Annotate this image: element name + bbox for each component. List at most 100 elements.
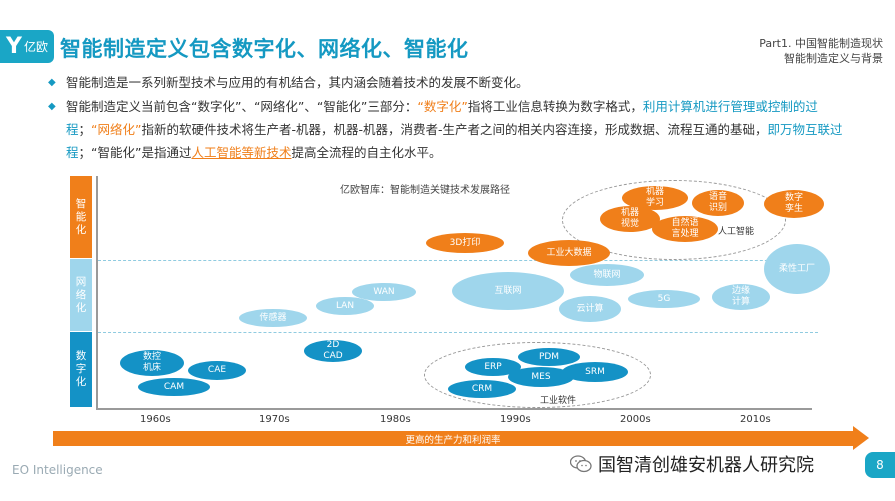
- section-label-line2: 智能制造定义与背景: [784, 52, 883, 65]
- bullet-2-intelligent-emph: 人工智能等新技术: [191, 145, 292, 160]
- bullet-2-digital-def: 指将工业信息转换为数字格式，: [467, 99, 643, 114]
- node-wan: WAN: [352, 283, 416, 301]
- bullet-2: ◆ 智能制造定义当前包含“数字化”、“网络化”、“智能化”三部分：“数字化”指将…: [48, 95, 846, 164]
- decade-label: 1970s: [259, 414, 290, 425]
- node-wan-label: WAN: [373, 286, 395, 297]
- page-title: 智能制造定义包含数字化、网络化、智能化: [60, 37, 469, 61]
- node-pdm-label: PDM: [538, 351, 560, 362]
- node-iot: 物联网: [570, 264, 644, 286]
- ai-group-outline: [562, 180, 786, 260]
- node-5g: 5G: [628, 290, 700, 308]
- node-cloud: 云计算: [559, 296, 621, 322]
- node-speech-recognition: 语音识别: [692, 190, 744, 216]
- band-network: 网络化: [70, 259, 92, 331]
- node-srm: SRM: [562, 362, 628, 382]
- diamond-bullet-icon: ◆: [48, 77, 56, 88]
- node-digital-twin: 数字孪生: [764, 190, 824, 218]
- node-5g-label: 5G: [657, 293, 671, 304]
- node-flexible-factory: 柔性工厂: [764, 244, 830, 294]
- node-speech-label: 语音识别: [708, 192, 727, 213]
- node-ml-label: 机器学习: [645, 187, 664, 208]
- node-industrial-big-data: 工业大数据: [528, 240, 610, 266]
- node-bigdata-label: 工业大数据: [546, 247, 592, 258]
- divider-line: [98, 260, 818, 261]
- band-intelligent: 智能化: [70, 176, 92, 258]
- ai-group-label: 人工智能: [718, 227, 755, 237]
- node-crm: CRM: [448, 380, 516, 398]
- node-crm-label: CRM: [471, 383, 493, 394]
- logo-text: 亿欧: [23, 39, 48, 54]
- arrow-label: 更高的生产力和利润率: [405, 435, 501, 446]
- node-internet: 互联网: [452, 272, 564, 310]
- node-internet-label: 互联网: [494, 285, 522, 296]
- bullet-2-network-emph: 即万物互联过程: [66, 122, 843, 160]
- decade-label: 2000s: [620, 414, 651, 425]
- footer-brand: EO Intelligence: [12, 463, 103, 477]
- band-network-label: 网络化: [75, 275, 87, 314]
- node-cloud-label: 云计算: [576, 303, 604, 314]
- node-erp: ERP: [465, 358, 521, 376]
- node-iot-label: 物联网: [593, 269, 621, 280]
- bullet-2-intro: 智能制造定义当前包含“数字化”、“网络化”、“智能化”三部分：: [66, 99, 418, 114]
- term-digital: “数字化”: [417, 99, 468, 114]
- node-mes: MES: [508, 367, 574, 387]
- divider-line: [98, 332, 818, 333]
- node-machine-vision: 机器视觉: [600, 206, 660, 232]
- bullet-2-network-def: 指新的软硬件技术将生产者-机器，机器-机器，消费者-生产者之间的相关内容连接，形…: [141, 122, 768, 137]
- node-edge-computing: 边缘计算: [712, 284, 770, 310]
- node-cam: CAM: [138, 378, 210, 396]
- page-number: 8: [865, 452, 895, 478]
- diagram-title: 亿欧智库：智能制造关键技术发展路径: [340, 185, 510, 196]
- node-sensor-label: 传感器: [259, 312, 287, 323]
- bullet-2-end: 提高全流程的自主化水平。: [291, 145, 442, 160]
- node-pdm: PDM: [518, 348, 580, 366]
- logo-icon: Y: [6, 33, 22, 59]
- node-cae-label: CAE: [207, 365, 227, 375]
- band-intelligent-label: 智能化: [75, 197, 87, 236]
- node-edge-label: 边缘计算: [731, 286, 750, 307]
- watermark: 国智清创雄安机器人研究院: [570, 451, 814, 477]
- node-cae: CAE: [188, 361, 246, 380]
- node-erp-label: ERP: [484, 361, 502, 372]
- node-srm-label: SRM: [585, 366, 605, 377]
- node-vision-label: 机器视觉: [620, 208, 639, 229]
- diamond-bullet-icon: ◆: [48, 101, 56, 112]
- bullet-2-digital-emph: 利用计算机进行管理或控制的过程: [66, 99, 818, 137]
- node-3d-label: 3D打印: [449, 237, 481, 248]
- node-sensor: 传感器: [239, 309, 307, 327]
- logo: Y 亿欧: [0, 30, 54, 63]
- node-flex-label: 柔性工厂: [779, 263, 816, 274]
- arrow-head-icon: [853, 426, 869, 450]
- node-nlp-label: 自然语言处理: [671, 218, 699, 239]
- decade-label: 1960s: [140, 414, 171, 425]
- industrial-software-label: 工业软件: [540, 396, 577, 406]
- node-cnc-label: 数控机床: [142, 352, 161, 373]
- node-lan-label: LAN: [335, 300, 355, 311]
- decade-label: 1980s: [380, 414, 411, 425]
- y-axis: [96, 176, 98, 410]
- node-2d-cad: 2D CAD: [304, 340, 362, 362]
- band-digital: 数字化: [70, 332, 92, 407]
- section-label-line1: Part1. 中国智能制造现状: [759, 37, 883, 50]
- industrial-software-outline: [424, 342, 651, 408]
- band-digital-label: 数字化: [75, 350, 87, 388]
- section-label: Part1. 中国智能制造现状 智能制造定义与背景: [759, 36, 883, 66]
- node-mes-label: MES: [531, 371, 551, 382]
- node-cad-label: 2D CAD: [323, 340, 343, 361]
- decade-label: 2010s: [740, 414, 771, 425]
- node-twin-label: 数字孪生: [784, 193, 803, 214]
- bullet-2-sep: ；: [78, 122, 92, 137]
- node-cnc: 数控机床: [120, 350, 184, 376]
- node-lan: LAN: [316, 297, 374, 315]
- node-nlp: 自然语言处理: [652, 216, 718, 242]
- progress-arrow: [53, 431, 853, 446]
- bullet-1: ◆ 智能制造是一系列新型技术与应用的有机结合，其内涵会随着技术的发展不断变化。: [48, 71, 846, 94]
- node-3d-printing: 3D打印: [426, 233, 504, 253]
- bullet-1-text: 智能制造是一系列新型技术与应用的有机结合，其内涵会随着技术的发展不断变化。: [66, 75, 529, 90]
- node-cam-label: CAM: [163, 381, 185, 392]
- x-axis: [96, 408, 812, 410]
- decade-label: 1990s: [500, 414, 531, 425]
- watermark-text: 国智清创雄安机器人研究院: [598, 455, 814, 476]
- bullet-2-intelligent-def: ；“智能化”是指通过: [78, 145, 192, 160]
- wechat-icon: [570, 455, 592, 473]
